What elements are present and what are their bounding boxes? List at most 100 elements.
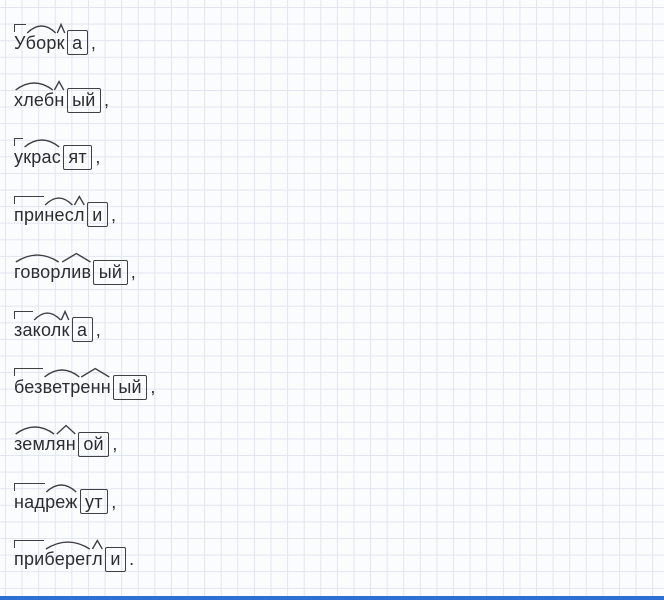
morpheme-ending: и xyxy=(85,202,109,228)
root-arc-icon xyxy=(45,483,77,492)
morpheme-text: к xyxy=(61,319,70,340)
punctuation: , xyxy=(90,32,96,53)
punctuation: , xyxy=(95,319,101,340)
morpheme-ending: ут xyxy=(78,489,110,515)
ending-box: а xyxy=(71,317,93,343)
morpheme-text: при xyxy=(14,204,45,225)
morpheme-text: л xyxy=(92,549,103,570)
morpheme-text: нес xyxy=(44,204,74,225)
morpheme-suffix: н xyxy=(54,91,64,111)
suffix-caret-icon xyxy=(74,196,85,205)
morpheme-text: говор xyxy=(14,262,61,283)
prefix-mark-icon xyxy=(14,540,45,549)
morpheme-text: земл xyxy=(14,434,56,455)
morpheme-text: н xyxy=(54,90,65,111)
ending-box: ут xyxy=(79,489,109,515)
morpheme-root: реж xyxy=(45,493,77,513)
morpheme-suffix: к xyxy=(57,34,65,54)
morpheme-ending: ый xyxy=(111,374,148,400)
morpheme-ending: ый xyxy=(91,259,128,285)
morpheme-suffix: ян xyxy=(56,435,76,455)
morpheme-root: крас xyxy=(23,148,61,168)
morpheme-text: ветр xyxy=(42,377,81,398)
punctuation: , xyxy=(111,491,117,512)
punctuation: , xyxy=(112,434,118,455)
suffix-caret-icon xyxy=(92,540,103,549)
morpheme-text: у xyxy=(14,147,24,168)
suffix-caret-icon xyxy=(56,425,76,434)
morpheme-text: за xyxy=(14,319,33,340)
morpheme-prefix: без xyxy=(14,368,43,398)
morpheme-root: говор xyxy=(14,263,61,283)
prefix-mark-icon xyxy=(14,482,46,491)
suffix-caret-icon xyxy=(54,81,64,90)
bottom-border xyxy=(0,596,664,600)
morpheme-text: к xyxy=(56,32,65,53)
ending-box: и xyxy=(104,546,127,572)
morpheme-text: реж xyxy=(45,491,78,512)
root-arc-icon xyxy=(23,138,61,147)
root-arc-icon xyxy=(26,24,57,33)
punctuation: , xyxy=(103,90,109,111)
morpheme-ending: а xyxy=(65,30,89,56)
morpheme-prefix: над xyxy=(14,482,46,513)
morpheme-prefix: у xyxy=(14,138,24,168)
morpheme-text: ян xyxy=(55,434,76,455)
morpheme-text: лив xyxy=(60,262,92,283)
prefix-mark-icon xyxy=(14,138,24,147)
prefix-mark-icon xyxy=(14,368,43,377)
ending-box: ый xyxy=(93,259,128,285)
root-arc-icon xyxy=(44,540,92,549)
root-arc-icon xyxy=(14,425,56,434)
morpheme-root: бор xyxy=(26,34,57,54)
ending-box: а xyxy=(66,30,88,56)
prefix-mark-icon xyxy=(14,23,26,32)
morpheme-root: земл xyxy=(14,435,56,455)
morpheme-suffix: енн xyxy=(80,378,111,398)
morpheme-root: нес xyxy=(44,206,74,226)
morpheme-text: при xyxy=(14,549,45,570)
punctuation: , xyxy=(130,262,136,283)
punctuation: . xyxy=(129,549,135,570)
punctuation: , xyxy=(150,377,156,398)
morpheme-ending: а xyxy=(70,317,94,343)
morpheme-root: кол xyxy=(33,321,62,341)
morpheme-prefix: У xyxy=(14,23,26,54)
morpheme-prefix: за xyxy=(14,310,33,341)
root-arc-icon xyxy=(14,81,54,90)
morpheme-text: над xyxy=(14,491,46,512)
morpheme-ending: и xyxy=(103,546,127,572)
morpheme-ending: ой xyxy=(76,431,110,457)
morpheme-text: хлеб xyxy=(14,90,55,111)
morpheme-text: енн xyxy=(80,377,111,398)
morpheme-ending: ый xyxy=(65,87,102,113)
morpheme-text: л xyxy=(73,204,85,225)
ending-box: и xyxy=(86,202,108,228)
suffix-caret-icon xyxy=(61,311,69,320)
morpheme-text: бор xyxy=(25,32,57,53)
morpheme-text: крас xyxy=(23,147,61,168)
morpheme-root: берег xyxy=(44,550,92,570)
punctuation: , xyxy=(95,147,101,168)
prefix-mark-icon xyxy=(14,195,45,204)
root-arc-icon xyxy=(33,311,62,320)
suffix-caret-icon xyxy=(61,253,92,262)
ending-box: ый xyxy=(112,374,148,400)
ending-box: ой xyxy=(77,431,110,457)
